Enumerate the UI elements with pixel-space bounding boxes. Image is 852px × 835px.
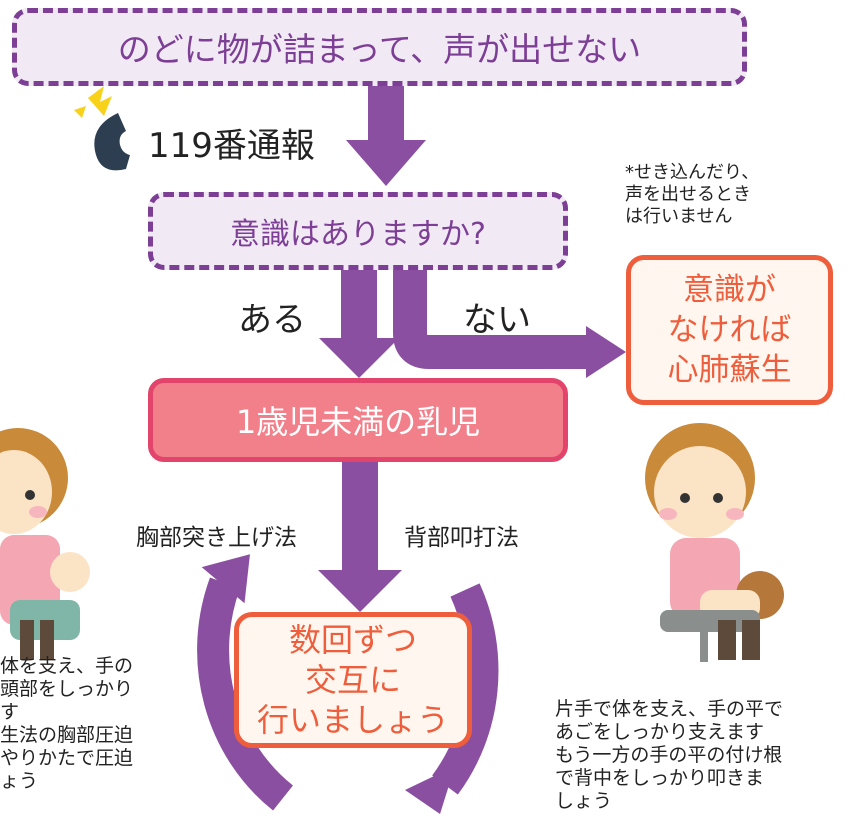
alternate-box: 数回ずつ 交互に 行いましょう: [234, 612, 472, 748]
top-symptom-box: のどに物が詰まって、声が出せない: [12, 8, 747, 86]
top-symptom-text: のどに物が詰まって、声が出せない: [117, 30, 642, 69]
cpr-text: 意識が なければ 心肺蘇生: [667, 272, 792, 388]
cycle-arrow-left: [197, 554, 294, 811]
cycle-arrow-right: [405, 583, 499, 814]
branch-yes-label: ある: [238, 300, 306, 340]
emergency-call-label: 119番通報: [148, 126, 315, 166]
method-left-label: 胸部突き上げ法: [136, 525, 297, 551]
infant-text: 1歳児未満の乳児: [235, 403, 481, 441]
left-instruction-text: 体を支え、手の 頭部をしっかり す 生法の胸部圧迫 やりかたで圧迫 ょう: [0, 655, 134, 792]
arrow-right-no: [393, 270, 626, 378]
arrow-down-2: [318, 462, 402, 612]
mother-illustration-left: [0, 428, 90, 660]
method-right-label: 背部叩打法: [404, 525, 519, 551]
branch-no-label: ない: [463, 300, 531, 340]
consciousness-question-text: 意識はありますか?: [230, 217, 486, 252]
arrow-down-1: [346, 84, 426, 186]
note-text: *せき込んだり、 声を出せるとき は行いません: [625, 162, 760, 227]
mother-illustration-right: [645, 423, 784, 662]
cpr-box: 意識が なければ 心肺蘇生: [626, 255, 833, 405]
right-instruction-text: 片手で体を支え、手の平で あごをしっかり支えます もう一方の手の平の付け根 で背…: [555, 698, 784, 812]
infant-box: 1歳児未満の乳児: [148, 378, 568, 462]
arrow-down-yes: [319, 270, 399, 378]
consciousness-question-box: 意識はありますか?: [148, 192, 568, 270]
phone-icon: [74, 86, 130, 171]
alternate-text: 数回ずつ 交互に 行いましょう: [256, 621, 449, 739]
